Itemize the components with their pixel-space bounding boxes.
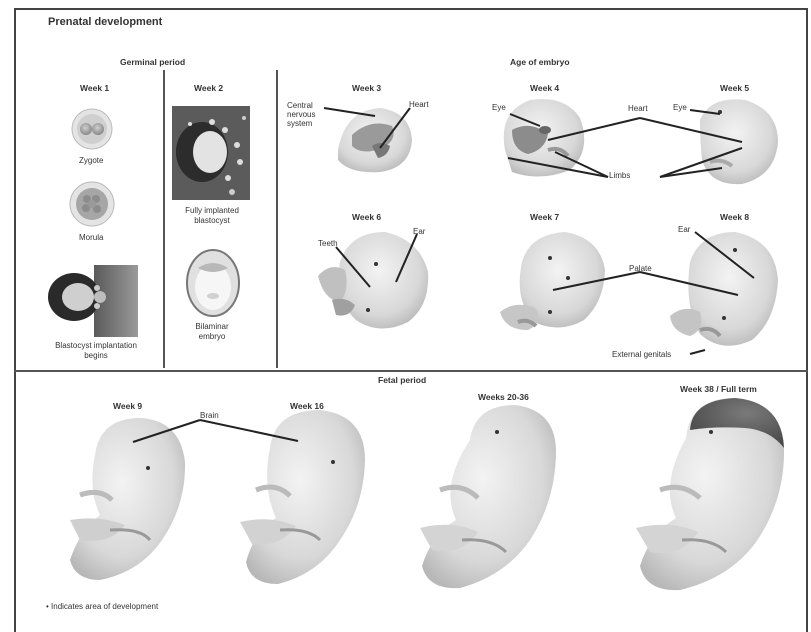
label-blastocyst-implantation-line1: Blastocyst implantation: [44, 341, 148, 351]
label-heart-week4: Heart: [628, 104, 648, 114]
label-week-6: Week 6: [352, 212, 381, 222]
label-week-9: Week 9: [113, 401, 142, 411]
label-morula: Morula: [79, 233, 103, 243]
label-eye-week4: Eye: [492, 103, 506, 113]
label-week-5: Week 5: [720, 83, 749, 93]
week-8-embryo-illustration: [640, 232, 778, 354]
figure-title: Prenatal development: [48, 17, 162, 27]
label-teeth: Teeth: [318, 239, 338, 249]
label-cns-line3: system: [287, 119, 312, 129]
section-age-of-embryo: Age of embryo: [510, 57, 570, 67]
label-bilaminar-line1: Bilaminar: [170, 322, 254, 332]
week-9-fetus-illustration: [70, 418, 200, 580]
week-38-fetus-illustration: [636, 398, 784, 590]
week-7-embryo-illustration: [500, 232, 640, 330]
label-ear-week6: Ear: [413, 227, 425, 237]
label-bilaminar-line2: embryo: [170, 332, 254, 342]
week-3-embryo-illustration: [324, 108, 412, 172]
label-week-8: Week 8: [720, 212, 749, 222]
label-week-16: Week 16: [290, 401, 324, 411]
section-germinal-period: Germinal period: [120, 57, 185, 67]
label-weeks-20-36: Weeks 20-36: [478, 392, 529, 402]
label-palate: Palate: [629, 264, 652, 274]
label-week-2: Week 2: [194, 83, 223, 93]
label-week-1: Week 1: [80, 83, 109, 93]
label-brain: Brain: [200, 411, 219, 421]
week-16-fetus-illustration: [200, 410, 365, 584]
label-fully-implanted-line2: blastocyst: [170, 216, 254, 226]
fully-implanted-illustration: [172, 106, 250, 200]
label-heart-week3: Heart: [409, 100, 429, 110]
section-fetal-period: Fetal period: [378, 375, 426, 385]
label-zygote: Zygote: [79, 156, 103, 166]
week-5-embryo-illustration: [640, 99, 778, 184]
weeks-20-36-fetus-illustration: [420, 405, 556, 588]
label-external-genitals: External genitals: [612, 350, 671, 360]
label-week-7: Week 7: [530, 212, 559, 222]
label-limbs: Limbs: [609, 171, 630, 181]
label-week-3: Week 3: [352, 83, 381, 93]
blastocyst-implantation-illustration: [48, 265, 138, 337]
label-fully-implanted-line1: Fully implanted: [170, 206, 254, 216]
label-blastocyst-implantation-line2: begins: [44, 351, 148, 361]
week-4-embryo-illustration: [504, 99, 640, 177]
zygote-illustration: [72, 109, 112, 149]
bilaminar-embryo-illustration: [187, 250, 239, 316]
label-week-38: Week 38 / Full term: [680, 384, 757, 394]
label-eye-week5: Eye: [673, 103, 687, 113]
morula-illustration: [70, 182, 114, 226]
label-week-4: Week 4: [530, 83, 559, 93]
label-ear-week8: Ear: [678, 225, 690, 235]
legend-development-marker: • Indicates area of development: [46, 602, 158, 612]
